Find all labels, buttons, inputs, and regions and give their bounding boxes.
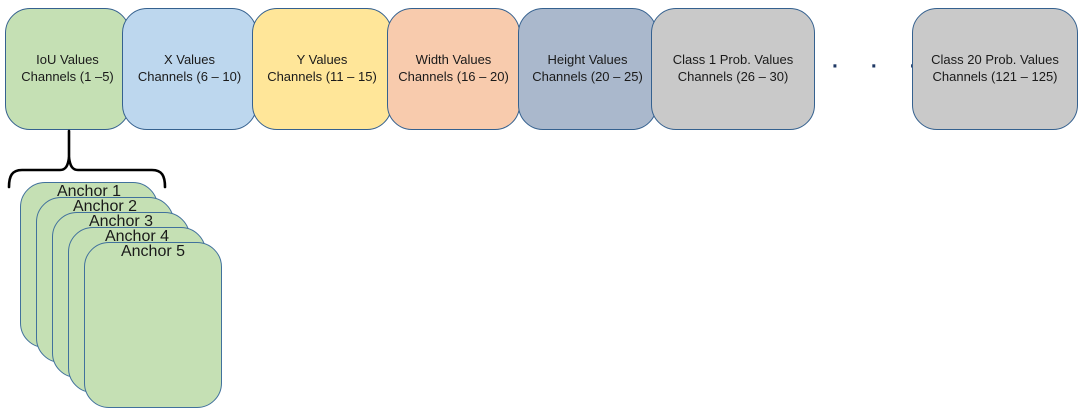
channel-box-line1: Class 20 Prob. Values xyxy=(931,52,1059,68)
anchor-label: Anchor 1 xyxy=(56,183,122,200)
anchor-label: Anchor 5 xyxy=(120,243,186,260)
channel-box-line1: Class 1 Prob. Values xyxy=(672,52,794,68)
channel-box-line1: Y Values xyxy=(296,52,348,68)
anchor-label: Anchor 3 xyxy=(88,213,154,230)
channel-box-class1-prob: Class 1 Prob. Values Channels (26 – 30) xyxy=(651,8,815,130)
channel-box-line1: Height Values xyxy=(547,52,628,68)
channel-box-line2: Channels (11 – 15) xyxy=(267,69,377,84)
channel-box-line2: Channels (1 –5) xyxy=(21,69,114,84)
anchor-label: Anchor 4 xyxy=(104,228,170,245)
channel-box-line2: Channels (121 – 125) xyxy=(932,69,1058,84)
channel-box-line1: Width Values xyxy=(415,52,492,68)
anchor-label: Anchor 2 xyxy=(72,198,138,215)
ellipsis-dots: · · · xyxy=(832,55,930,78)
curly-brace-icon xyxy=(7,129,167,189)
channel-box-line2: Channels (26 – 30) xyxy=(677,69,789,84)
channel-box-line2: Channels (20 – 25) xyxy=(532,69,643,84)
channel-box-y: Y Values Channels (11 – 15) xyxy=(252,8,392,130)
channel-box-line2: Channels (6 – 10) xyxy=(137,69,242,84)
channel-box-line2: Channels (16 – 20) xyxy=(398,69,509,84)
channel-box-height: Height Values Channels (20 – 25) xyxy=(518,8,657,130)
channel-box-line1: IoU Values xyxy=(36,52,99,68)
channel-box-x: X Values Channels (6 – 10) xyxy=(122,8,257,130)
channel-box-class20-prob: Class 20 Prob. Values Channels (121 – 12… xyxy=(912,8,1078,130)
anchor-card-5: Anchor 5 xyxy=(84,242,222,408)
channel-box-iou: IoU Values Channels (1 –5) xyxy=(5,8,130,130)
channel-box-line1: X Values xyxy=(163,52,216,68)
channel-box-width: Width Values Channels (16 – 20) xyxy=(387,8,520,130)
